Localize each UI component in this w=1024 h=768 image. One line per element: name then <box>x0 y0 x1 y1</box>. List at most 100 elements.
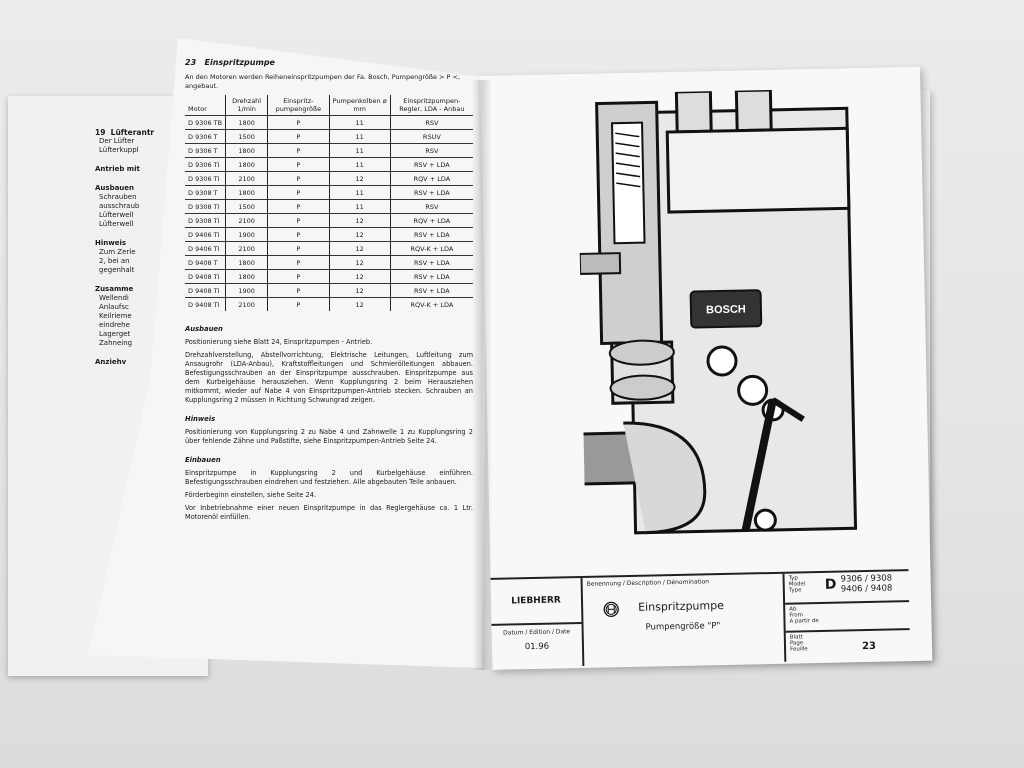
einbauen-p1: Einspritzpumpe in Kupplungsring 2 und Ku… <box>185 469 473 486</box>
bosch-label: BOSCH <box>706 303 746 316</box>
page-number: 23 <box>861 640 877 652</box>
back-page-line: Lüfterkuppl <box>99 146 139 154</box>
column-header: Pumpenkolben ø mm <box>328 95 391 116</box>
table-cell: P <box>267 269 330 284</box>
bosch-logo-icon <box>603 601 619 618</box>
title-block: LIEBHERR Datum / Edition / Date 01.96 Be… <box>490 569 911 668</box>
back-page-line: Hinweis <box>95 239 127 247</box>
back-page-line: Wellendi <box>99 294 129 302</box>
table-cell: 1500 <box>225 129 268 144</box>
back-page-line: eindrehe <box>99 321 130 329</box>
table-cell: 1800 <box>225 115 268 130</box>
table-cell: 11 <box>328 199 391 214</box>
back-page-line: Der Lüfter <box>99 137 135 145</box>
type-prefix: D <box>824 576 837 593</box>
table-cell: D 9408 T <box>185 255 226 270</box>
back-page-line: Lüfterwell <box>99 220 134 228</box>
table-cell: RSUV <box>389 129 473 144</box>
table-cell: D 9306 TB <box>185 115 226 130</box>
table-cell: 2100 <box>225 241 268 256</box>
einbauen-section: Einbauen Einspritzpumpe in Kupplungsring… <box>185 456 473 522</box>
column-header: Motor <box>188 105 207 113</box>
table-cell: RSV + LDA <box>389 157 473 172</box>
table-cell: 1900 <box>225 283 268 298</box>
table-cell: RSV + LDA <box>389 283 473 298</box>
table-cell: D 9306 TI <box>185 171 226 186</box>
section-number: 23 <box>185 58 197 67</box>
table-cell: D 9406 TI <box>185 227 226 242</box>
injection-pump-illustration: BOSCH <box>576 88 858 535</box>
table-cell: 1800 <box>225 143 268 158</box>
back-page-line: ausschraub <box>99 202 140 210</box>
back-section-number: 19 <box>95 128 106 137</box>
table-cell: 11 <box>328 157 391 172</box>
table-cell: 1800 <box>225 185 268 200</box>
table-cell: 12 <box>328 283 391 298</box>
table-cell: 1800 <box>225 157 268 172</box>
table-cell: RSV <box>389 199 473 214</box>
back-page-line: Zum Zerle <box>99 248 136 256</box>
back-page-line: Zahneing <box>99 339 133 347</box>
table-cell: 2100 <box>225 171 268 186</box>
table-cell: P <box>267 283 330 298</box>
ausbauen-section: Ausbauen Positionierung siehe Blatt 24, … <box>185 325 473 405</box>
hinweis-p1: Positionierung von Kupplungsring 2 zu Na… <box>185 428 473 445</box>
right-page: BOSCH LIEBHERR Datum / Edition / Date 01… <box>480 66 933 670</box>
back-page-line: Zusamme <box>95 285 134 293</box>
table-cell: P <box>267 171 330 186</box>
table-cell: D 9308 TI <box>185 199 226 214</box>
table-cell: P <box>267 199 330 214</box>
hinweis-section: Hinweis Positionierung von Kupplungsring… <box>185 415 473 446</box>
back-page-line: Anlaufsc <box>99 303 129 311</box>
back-page-line: Antrieb mit <box>95 165 140 173</box>
back-page-line: Anziehv <box>95 358 127 366</box>
brand-name: LIEBHERR <box>490 578 582 626</box>
table-cell: P <box>267 129 330 144</box>
table-cell: P <box>267 241 330 256</box>
date-label: Datum / Edition / Date <box>503 628 571 637</box>
table-cell: D 9408 TI <box>185 283 226 298</box>
table-cell: P <box>267 115 330 130</box>
table-cell: RSV + LDA <box>389 227 473 242</box>
table-cell: D 9406 TI <box>185 241 226 256</box>
table-cell: P <box>267 185 330 200</box>
description-label: Benennung / Description / Dénomination <box>586 578 710 588</box>
table-cell: P <box>267 255 330 270</box>
table-cell: D 9306 TI <box>185 157 226 172</box>
table-cell: D 9308 T <box>185 185 226 200</box>
einbauen-p3: Vor Inbetriebnahme einer neuen Einspritz… <box>185 504 473 521</box>
section-heading: 23 Einspritzpumpe <box>185 58 473 67</box>
table-cell: D 9306 T <box>185 129 226 144</box>
table-cell: P <box>267 227 330 242</box>
einbauen-p2: Förderbeginn einstellen, siehe Seite 24. <box>185 491 317 499</box>
table-cell: 12 <box>328 269 391 284</box>
table-cell: 11 <box>328 115 391 130</box>
table-cell: 2100 <box>225 297 268 311</box>
einbauen-heading: Einbauen <box>185 456 221 464</box>
column-header: Drehzahl 1/min <box>225 95 268 116</box>
table-cell: D 9306 T <box>185 143 226 158</box>
from-label-fr: A partir de <box>789 618 819 625</box>
models-line-2: 9406 / 9408 <box>840 583 893 595</box>
back-page-line: gegenhalt <box>99 266 135 274</box>
table-cell: 12 <box>328 213 391 228</box>
section-title: Einspritzpumpe <box>204 58 275 67</box>
component-name: Einspritzpumpe <box>638 599 725 614</box>
ausbauen-heading: Ausbauen <box>185 325 223 333</box>
table-cell: 1800 <box>225 255 268 270</box>
back-page-line: Schrauben <box>99 193 137 201</box>
page-label-fr: Feuille <box>790 645 808 653</box>
ausbauen-p1: Positionierung siehe Blatt 24, Einspritz… <box>185 338 373 346</box>
ausbauen-p2: Drehzahlverstellung, Abstellvorrichtung,… <box>185 351 473 404</box>
table-cell: P <box>267 297 330 311</box>
table-cell: RSV + LDA <box>389 269 473 284</box>
